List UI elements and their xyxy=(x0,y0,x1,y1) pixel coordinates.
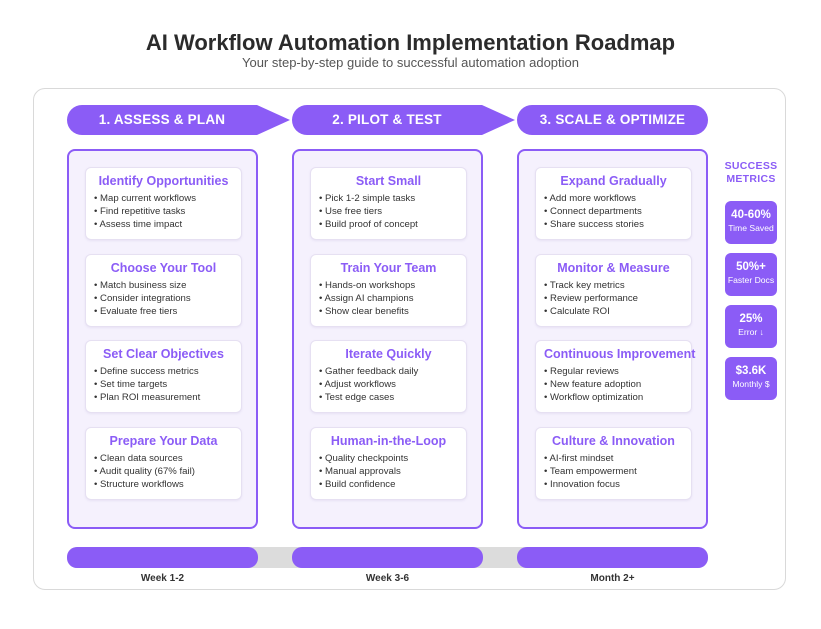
metrics-heading: SUCCESS METRICS xyxy=(718,160,784,186)
phase-1-arrow: 1. ASSESS & PLAN xyxy=(67,105,290,135)
phase-1-arrow-shape xyxy=(67,105,290,135)
page-subtitle: Your step-by-step guide to successful au… xyxy=(241,55,579,70)
step-item: • Team empowerment xyxy=(544,466,637,477)
phase-2-column: Start Small • Pick 1-2 simple tasks • Us… xyxy=(292,149,483,529)
step-title: Choose Your Tool xyxy=(110,261,217,275)
phase-1-column: Identify Opportunities • Map current wor… xyxy=(67,149,258,529)
metric-badge: $3.6K Monthly $ xyxy=(725,357,777,400)
metric-value: $3.6K xyxy=(735,365,767,377)
phase-3-arrow: 3. SCALE & OPTIMIZE xyxy=(517,105,740,135)
step-item: • Audit quality (67% fail) xyxy=(94,466,195,477)
metric-badge: 50%+ Faster Docs xyxy=(725,253,777,296)
timeline-segment-1 xyxy=(67,547,258,568)
step-item: • Consider integrations xyxy=(94,293,191,304)
step-card: Choose Your Tool • Match business size •… xyxy=(85,254,242,327)
step-item: • Build confidence xyxy=(319,479,396,490)
phase-2-label: 2. PILOT & TEST xyxy=(332,112,442,127)
step-card: Start Small • Pick 1-2 simple tasks • Us… xyxy=(310,167,467,240)
step-item: • Assess time impact xyxy=(94,219,183,230)
step-item: • Connect departments xyxy=(544,206,642,217)
timeline-label-3: Month 2+ xyxy=(590,573,635,584)
step-title: Expand Gradually xyxy=(560,174,667,188)
step-title: Train Your Team xyxy=(340,261,437,275)
step-card: Set Clear Objectives • Define success me… xyxy=(85,340,242,413)
step-item: • Review performance xyxy=(544,293,639,304)
phase-2-arrow: 2. PILOT & TEST xyxy=(292,105,515,135)
step-item: • Gather feedback daily xyxy=(319,366,419,377)
step-title: Start Small xyxy=(355,174,422,188)
phase-3-label: 3. SCALE & OPTIMIZE xyxy=(539,112,686,127)
step-item: • Find repetitive tasks xyxy=(94,206,186,217)
step-item: • Show clear benefits xyxy=(319,306,409,317)
step-item: • Set time targets xyxy=(94,379,168,390)
step-item: • Use free tiers xyxy=(319,206,383,217)
step-item: • Manual approvals xyxy=(319,466,401,477)
step-item: • Regular reviews xyxy=(544,366,619,377)
step-item: • Hands-on workshops xyxy=(319,280,416,291)
step-title: Monitor & Measure xyxy=(557,261,670,275)
step-item: • Match business size xyxy=(94,280,187,291)
step-card: Train Your Team • Hands-on workshops • A… xyxy=(310,254,467,327)
metrics-heading-line1: SUCCESS xyxy=(724,160,778,172)
phase-3-column: Expand Gradually • Add more workflows • … xyxy=(517,149,708,529)
page-title: AI Workflow Automation Implementation Ro… xyxy=(145,30,676,55)
timeline-label-2: Week 3-6 xyxy=(365,573,410,584)
metric-value: 50%+ xyxy=(736,261,766,273)
step-item: • Define success metrics xyxy=(94,366,199,377)
step-item: • Map current workflows xyxy=(94,193,196,204)
phase-2-arrow-shape xyxy=(292,105,515,135)
phase-3-arrow-shape xyxy=(517,105,708,135)
step-item: • Assign AI champions xyxy=(319,293,414,304)
step-item: • Calculate ROI xyxy=(544,306,610,317)
step-item: • Innovation focus xyxy=(544,479,620,490)
metric-value: 25% xyxy=(739,313,763,325)
metric-label: Error ↓ xyxy=(738,327,764,337)
step-item: • New feature adoption xyxy=(544,379,642,390)
metric-value: 40-60% xyxy=(731,209,771,221)
step-item: • Quality checkpoints xyxy=(319,453,409,464)
step-title: Prepare Your Data xyxy=(109,434,218,448)
step-card: Continuous Improvement • Regular reviews… xyxy=(535,340,696,413)
timeline-segment-2 xyxy=(292,547,483,568)
timeline-segment-3 xyxy=(517,547,708,568)
metrics-heading-line2: METRICS xyxy=(726,173,776,185)
step-item: • Build proof of concept xyxy=(319,219,418,230)
step-card: Expand Gradually • Add more workflows • … xyxy=(535,167,692,240)
metric-badge: 40-60% Time Saved xyxy=(725,201,777,244)
step-item: • Share success stories xyxy=(544,219,644,230)
step-card: Human-in-the-Loop • Quality checkpoints … xyxy=(310,427,467,500)
step-title: Set Clear Objectives xyxy=(103,347,224,361)
step-card: Prepare Your Data • Clean data sources •… xyxy=(85,427,242,500)
metric-label: Monthly $ xyxy=(732,379,770,389)
step-item: • Pick 1-2 simple tasks xyxy=(319,193,416,204)
timeline-label-1: Week 1-2 xyxy=(140,573,185,584)
step-item: • Workflow optimization xyxy=(544,392,644,403)
step-card: Identify Opportunities • Map current wor… xyxy=(85,167,242,240)
metric-badge: 25% Error ↓ xyxy=(725,305,777,348)
step-item: • Add more workflows xyxy=(544,193,636,204)
phase-1-label: 1. ASSESS & PLAN xyxy=(98,112,226,127)
step-item: • Adjust workflows xyxy=(319,379,396,390)
step-card: Iterate Quickly • Gather feedback daily … xyxy=(310,340,467,413)
step-item: • Structure workflows xyxy=(94,479,184,490)
step-item: • Plan ROI measurement xyxy=(94,392,201,403)
metric-label: Time Saved xyxy=(728,223,774,233)
step-item: • Test edge cases xyxy=(319,392,395,403)
step-item: • Clean data sources xyxy=(94,453,183,464)
step-title: Continuous Improvement xyxy=(544,347,696,361)
step-title: Culture & Innovation xyxy=(552,434,675,448)
metric-label: Faster Docs xyxy=(727,275,775,285)
step-item: • AI-first mindset xyxy=(544,453,614,464)
step-title: Human-in-the-Loop xyxy=(330,434,447,448)
step-card: Monitor & Measure • Track key metrics • … xyxy=(535,254,692,327)
step-item: • Track key metrics xyxy=(544,280,625,291)
step-card: Culture & Innovation • AI-first mindset … xyxy=(535,427,692,500)
step-title: Iterate Quickly xyxy=(345,347,432,361)
step-item: • Evaluate free tiers xyxy=(94,306,178,317)
step-title: Identify Opportunities xyxy=(98,174,229,188)
